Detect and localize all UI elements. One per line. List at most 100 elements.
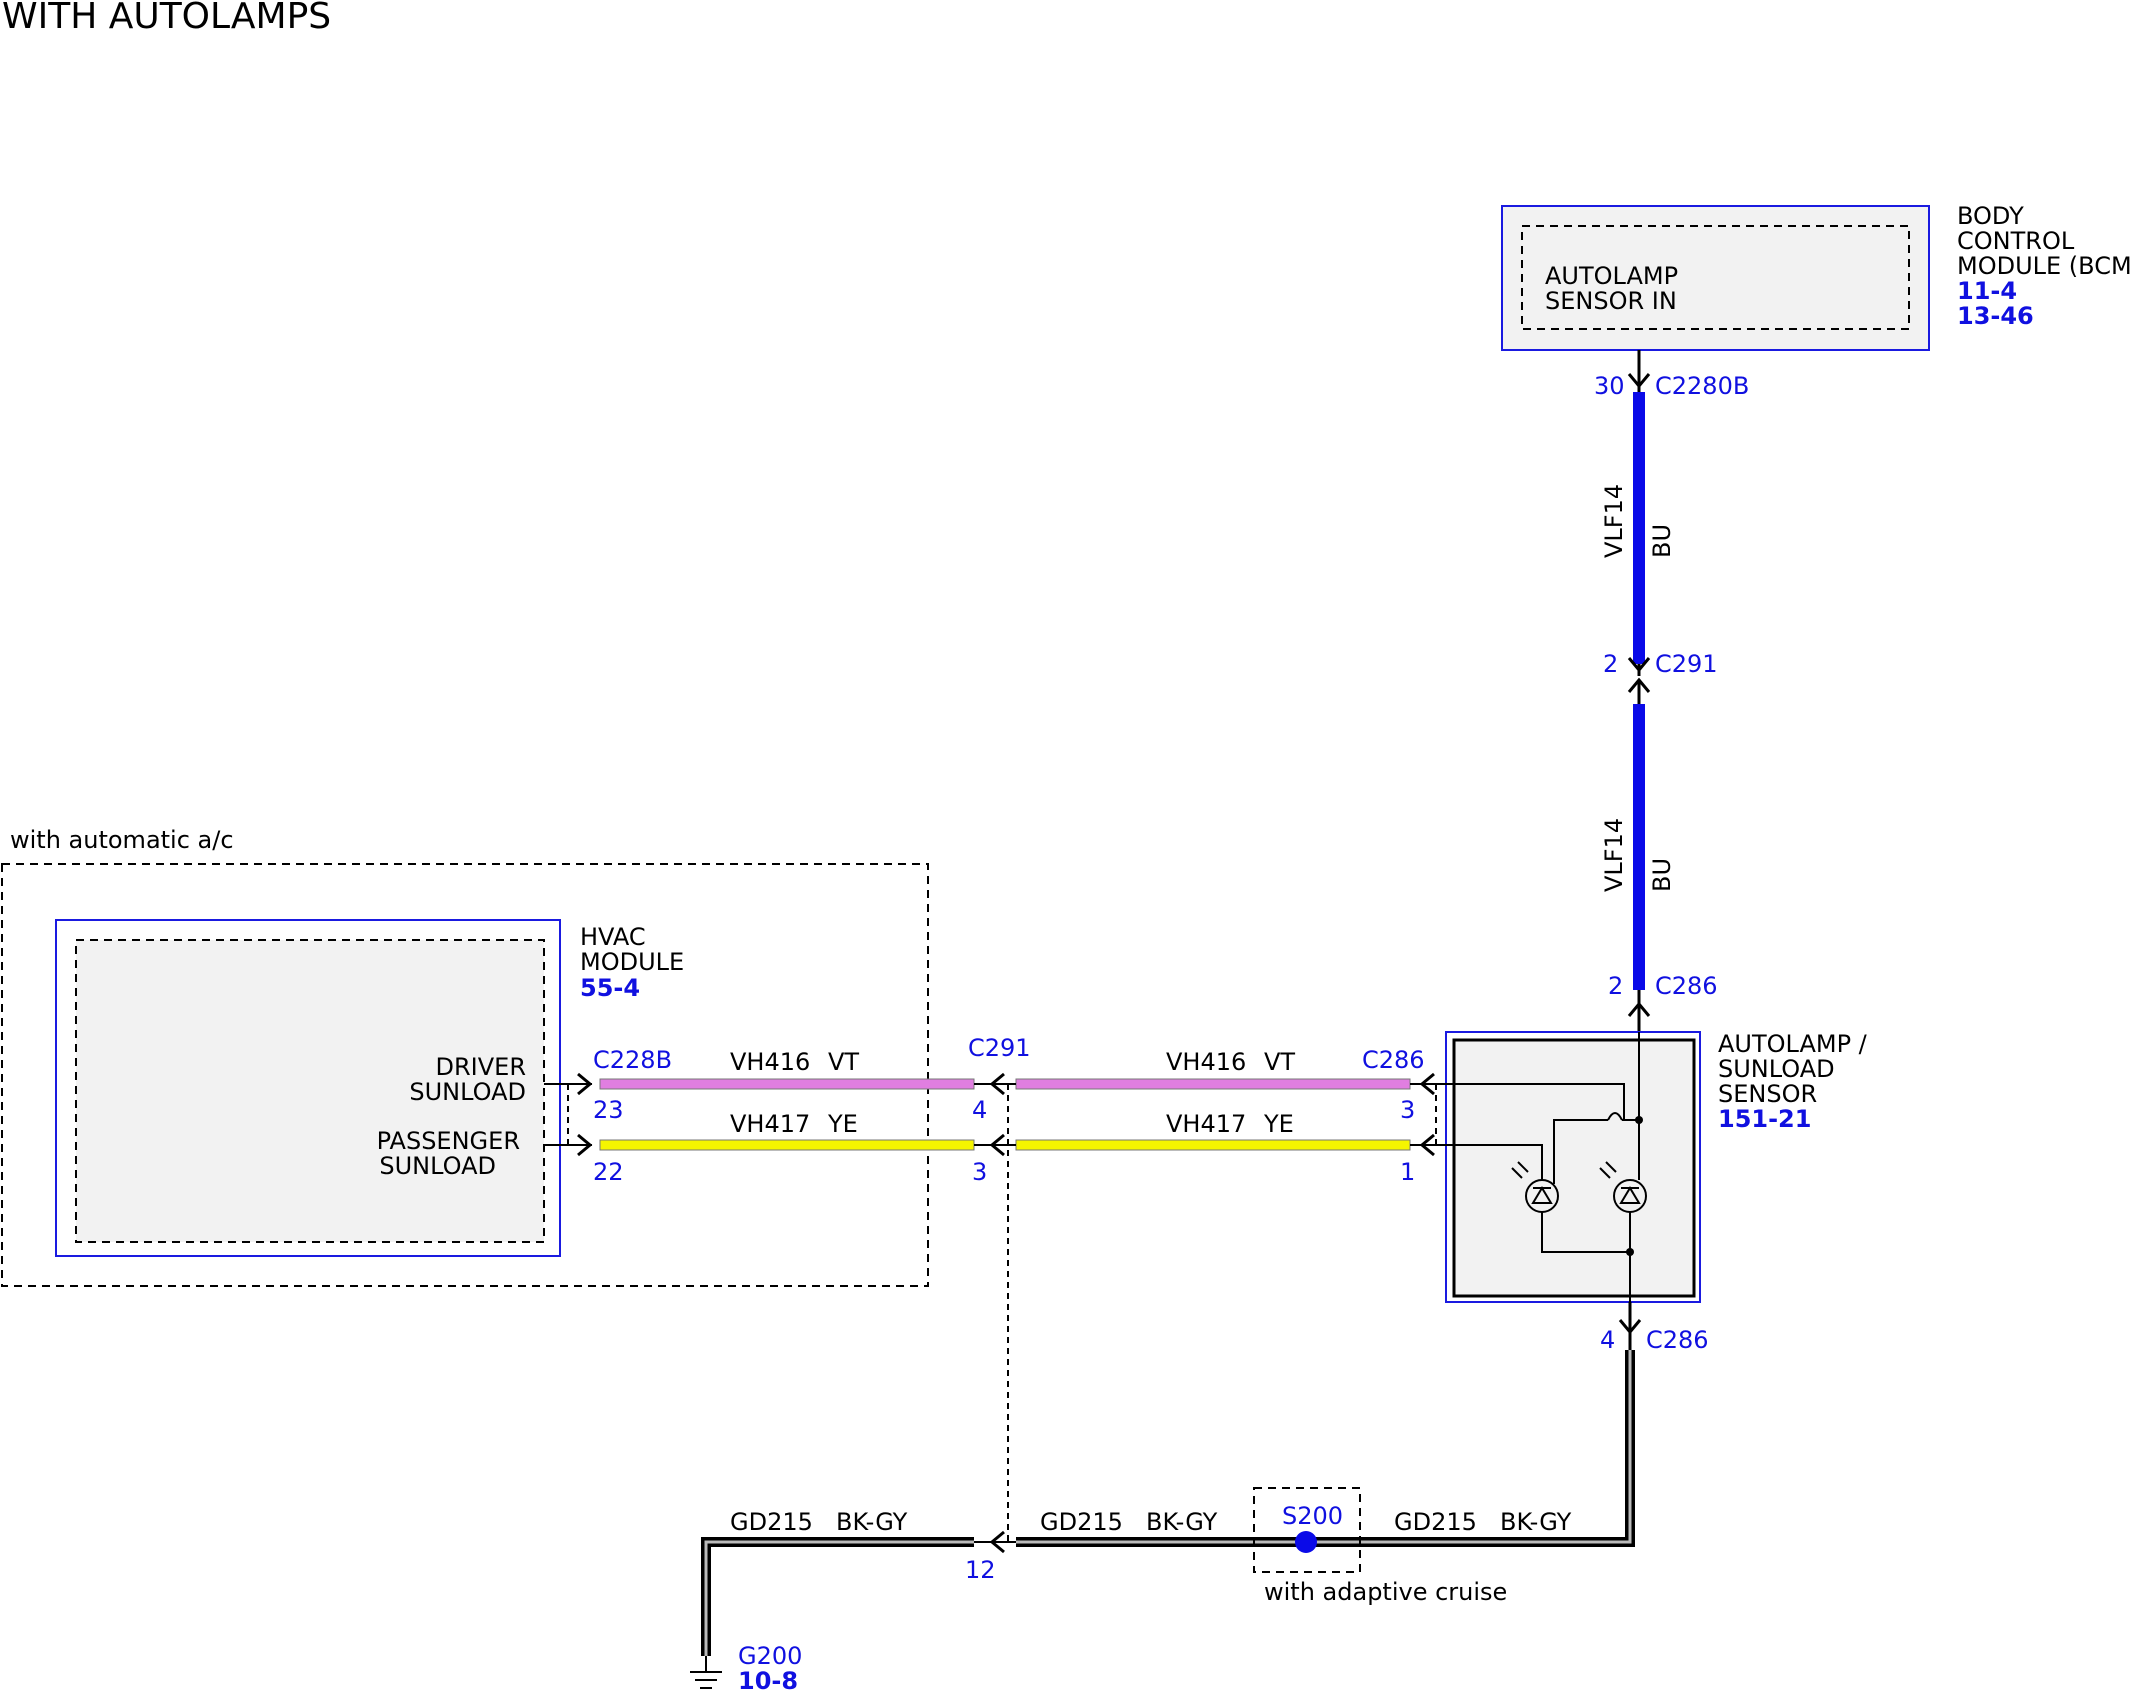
c291-mid-stubs xyxy=(974,1083,1016,1543)
hvac-driver-line1: DRIVER xyxy=(436,1053,527,1081)
c291-mid-vt-arrow-icon xyxy=(989,1072,1005,1096)
photodiode-right-symbol xyxy=(1619,1186,1641,1204)
s200-group xyxy=(1253,1487,1361,1573)
sensor-name-line1: AUTOLAMP / xyxy=(1718,1030,1868,1058)
c286-bottom-label: C286 xyxy=(1646,1326,1709,1354)
vh416-right-color: VT xyxy=(1264,1048,1295,1076)
gd215-left-circuit: GD215 xyxy=(730,1508,813,1536)
bcm-box xyxy=(1501,205,1930,351)
sensor-ref: 151-21 xyxy=(1718,1105,1811,1133)
c228b-ye-arrow-icon xyxy=(577,1133,593,1157)
vh416-left-circuit: VH416 xyxy=(730,1048,810,1076)
c286-top-arrow-icon xyxy=(1627,1001,1651,1017)
photodiode-right-light-icon xyxy=(1599,1161,1617,1179)
vlf14-lower-circuit: VLF14 xyxy=(1600,818,1628,892)
automatic-ac-label: with automatic a/c xyxy=(10,826,234,854)
vh417-right-wire xyxy=(1015,1139,1411,1151)
c291-mid-pin-ye: 3 xyxy=(972,1158,987,1186)
c291-mid-gd-arrow-icon xyxy=(989,1530,1005,1554)
vlf14-lower-color: BU xyxy=(1648,858,1676,892)
automatic-ac-group xyxy=(1,863,929,1287)
vlf14-upper-color: BU xyxy=(1648,524,1676,558)
bcm-name-line1: BODY xyxy=(1957,202,2024,230)
photodiode-left-light-icon xyxy=(1511,1161,1529,1179)
c291-mid-label: C291 xyxy=(968,1034,1031,1062)
c228b-pin-ye: 22 xyxy=(593,1158,624,1186)
sensor-internal-vt xyxy=(1426,1083,1625,1120)
gd215-mid-circuit: GD215 xyxy=(1040,1508,1123,1536)
bcm-name-line2: CONTROL xyxy=(1957,227,2075,255)
bcm-ref-2: 13-46 xyxy=(1957,302,2034,330)
sensor-wire-crossover xyxy=(1607,1112,1623,1121)
sensor-internal-ground xyxy=(1541,1212,1631,1302)
sensor-inner-box xyxy=(1452,1038,1696,1298)
bcm-inner-box xyxy=(1521,225,1910,330)
c291-upper-arrow-down-icon xyxy=(1627,657,1651,673)
hvac-driver-line2: SUNLOAD xyxy=(409,1078,526,1106)
c286-bottom-pin: 4 xyxy=(1600,1326,1615,1354)
s200-note: with adaptive cruise xyxy=(1264,1578,1507,1606)
c286-left-vt-arrow-icon xyxy=(1419,1072,1435,1096)
hvac-name-line2: MODULE xyxy=(580,948,684,976)
gd215-left-wire-tracer xyxy=(704,1540,974,1656)
c291-upper-pin: 2 xyxy=(1603,650,1618,678)
c286-left-pin-ye: 1 xyxy=(1400,1158,1415,1186)
gd215-left-color: BK-GY xyxy=(836,1508,908,1536)
bcm-pin-function-line2: SENSOR IN xyxy=(1545,287,1677,315)
c286-left-ye-arrow-icon xyxy=(1419,1133,1435,1157)
g200-label: G200 xyxy=(738,1642,802,1670)
bcm-pin-function-line1: AUTOLAMP xyxy=(1545,262,1678,290)
hvac-passenger-line2: SUNLOAD xyxy=(379,1152,496,1180)
g200-ref: 10-8 xyxy=(738,1667,798,1692)
bcm-name-line3: MODULE (BCM) xyxy=(1957,252,2130,280)
s200-splice-icon xyxy=(1295,1531,1317,1553)
gd215-left-wire xyxy=(701,1537,974,1656)
vh417-left-color: YE xyxy=(827,1110,858,1138)
vlf14-lower-wire xyxy=(1633,704,1645,990)
vh417-right-color: YE xyxy=(1263,1110,1294,1138)
c286-top-pin: 2 xyxy=(1608,972,1623,1000)
vh416-left-color: VT xyxy=(828,1048,859,1076)
c2280b-pin: 30 xyxy=(1594,372,1625,400)
diagram-title: WITH AUTOLAMPS xyxy=(2,0,331,37)
sensor-node-bottom xyxy=(1626,1248,1634,1256)
c291-mid-ye-arrow-icon xyxy=(989,1133,1005,1157)
sensor-internal-ye xyxy=(1426,1144,1543,1180)
autolamp-sensor: AUTOLAMP / SUNLOAD SENSOR 151-21 xyxy=(1426,1030,1868,1303)
hvac-outer-box xyxy=(55,919,561,1257)
photodiode-left-symbol xyxy=(1531,1186,1553,1204)
c228b-pin-vt: 23 xyxy=(593,1096,624,1124)
hvac-inner-box xyxy=(75,939,545,1243)
hvac-passenger-line1: PASSENGER xyxy=(377,1127,520,1155)
gd215-right-wire-tracer xyxy=(1016,1350,1632,1544)
vh417-left-wire xyxy=(599,1139,975,1151)
hvac-ref: 55-4 xyxy=(580,974,640,1002)
s200-label: S200 xyxy=(1282,1502,1343,1530)
c291-mid-pin-vt: 4 xyxy=(972,1096,987,1124)
sensor-name-line3: SENSOR xyxy=(1718,1080,1817,1108)
hvac-name-line1: HVAC xyxy=(580,923,646,951)
c291-upper-label: C291 xyxy=(1655,650,1718,678)
c2280b-label: C2280B xyxy=(1655,372,1749,400)
sensor-name-line2: SUNLOAD xyxy=(1718,1055,1835,1083)
vh417-right-circuit: VH417 xyxy=(1166,1110,1246,1138)
c286-bottom-arrow-icon xyxy=(1618,1319,1642,1335)
sensor-outer-box xyxy=(1445,1031,1701,1303)
c228b-vt-arrow-icon xyxy=(577,1072,593,1096)
bcm-module: AUTOLAMP SENSOR IN BODY CONTROL MODULE (… xyxy=(1501,202,2130,351)
vh417-left-circuit: VH417 xyxy=(730,1110,810,1138)
gd215-right-color: BK-GY xyxy=(1500,1508,1572,1536)
gd215-mid-color: BK-GY xyxy=(1146,1508,1218,1536)
vlf14-upper-circuit: VLF14 xyxy=(1600,484,1628,558)
bcm-pin-arrow-icon xyxy=(1627,373,1651,389)
vh416-left-wire xyxy=(599,1078,975,1090)
c291-mid-pin-gd: 12 xyxy=(965,1556,996,1584)
hvac-module: HVAC MODULE 55-4 DRIVER SUNLOAD PASSENGE… xyxy=(55,919,684,1257)
ground-icon xyxy=(690,1656,722,1689)
gd215-right-circuit: GD215 xyxy=(1394,1508,1477,1536)
bcm-ref-1: 11-4 xyxy=(1957,277,2017,305)
vh416-right-circuit: VH416 xyxy=(1166,1048,1246,1076)
c228b-label: C228B xyxy=(593,1046,672,1074)
c286-left-pin-vt: 3 xyxy=(1400,1096,1415,1124)
